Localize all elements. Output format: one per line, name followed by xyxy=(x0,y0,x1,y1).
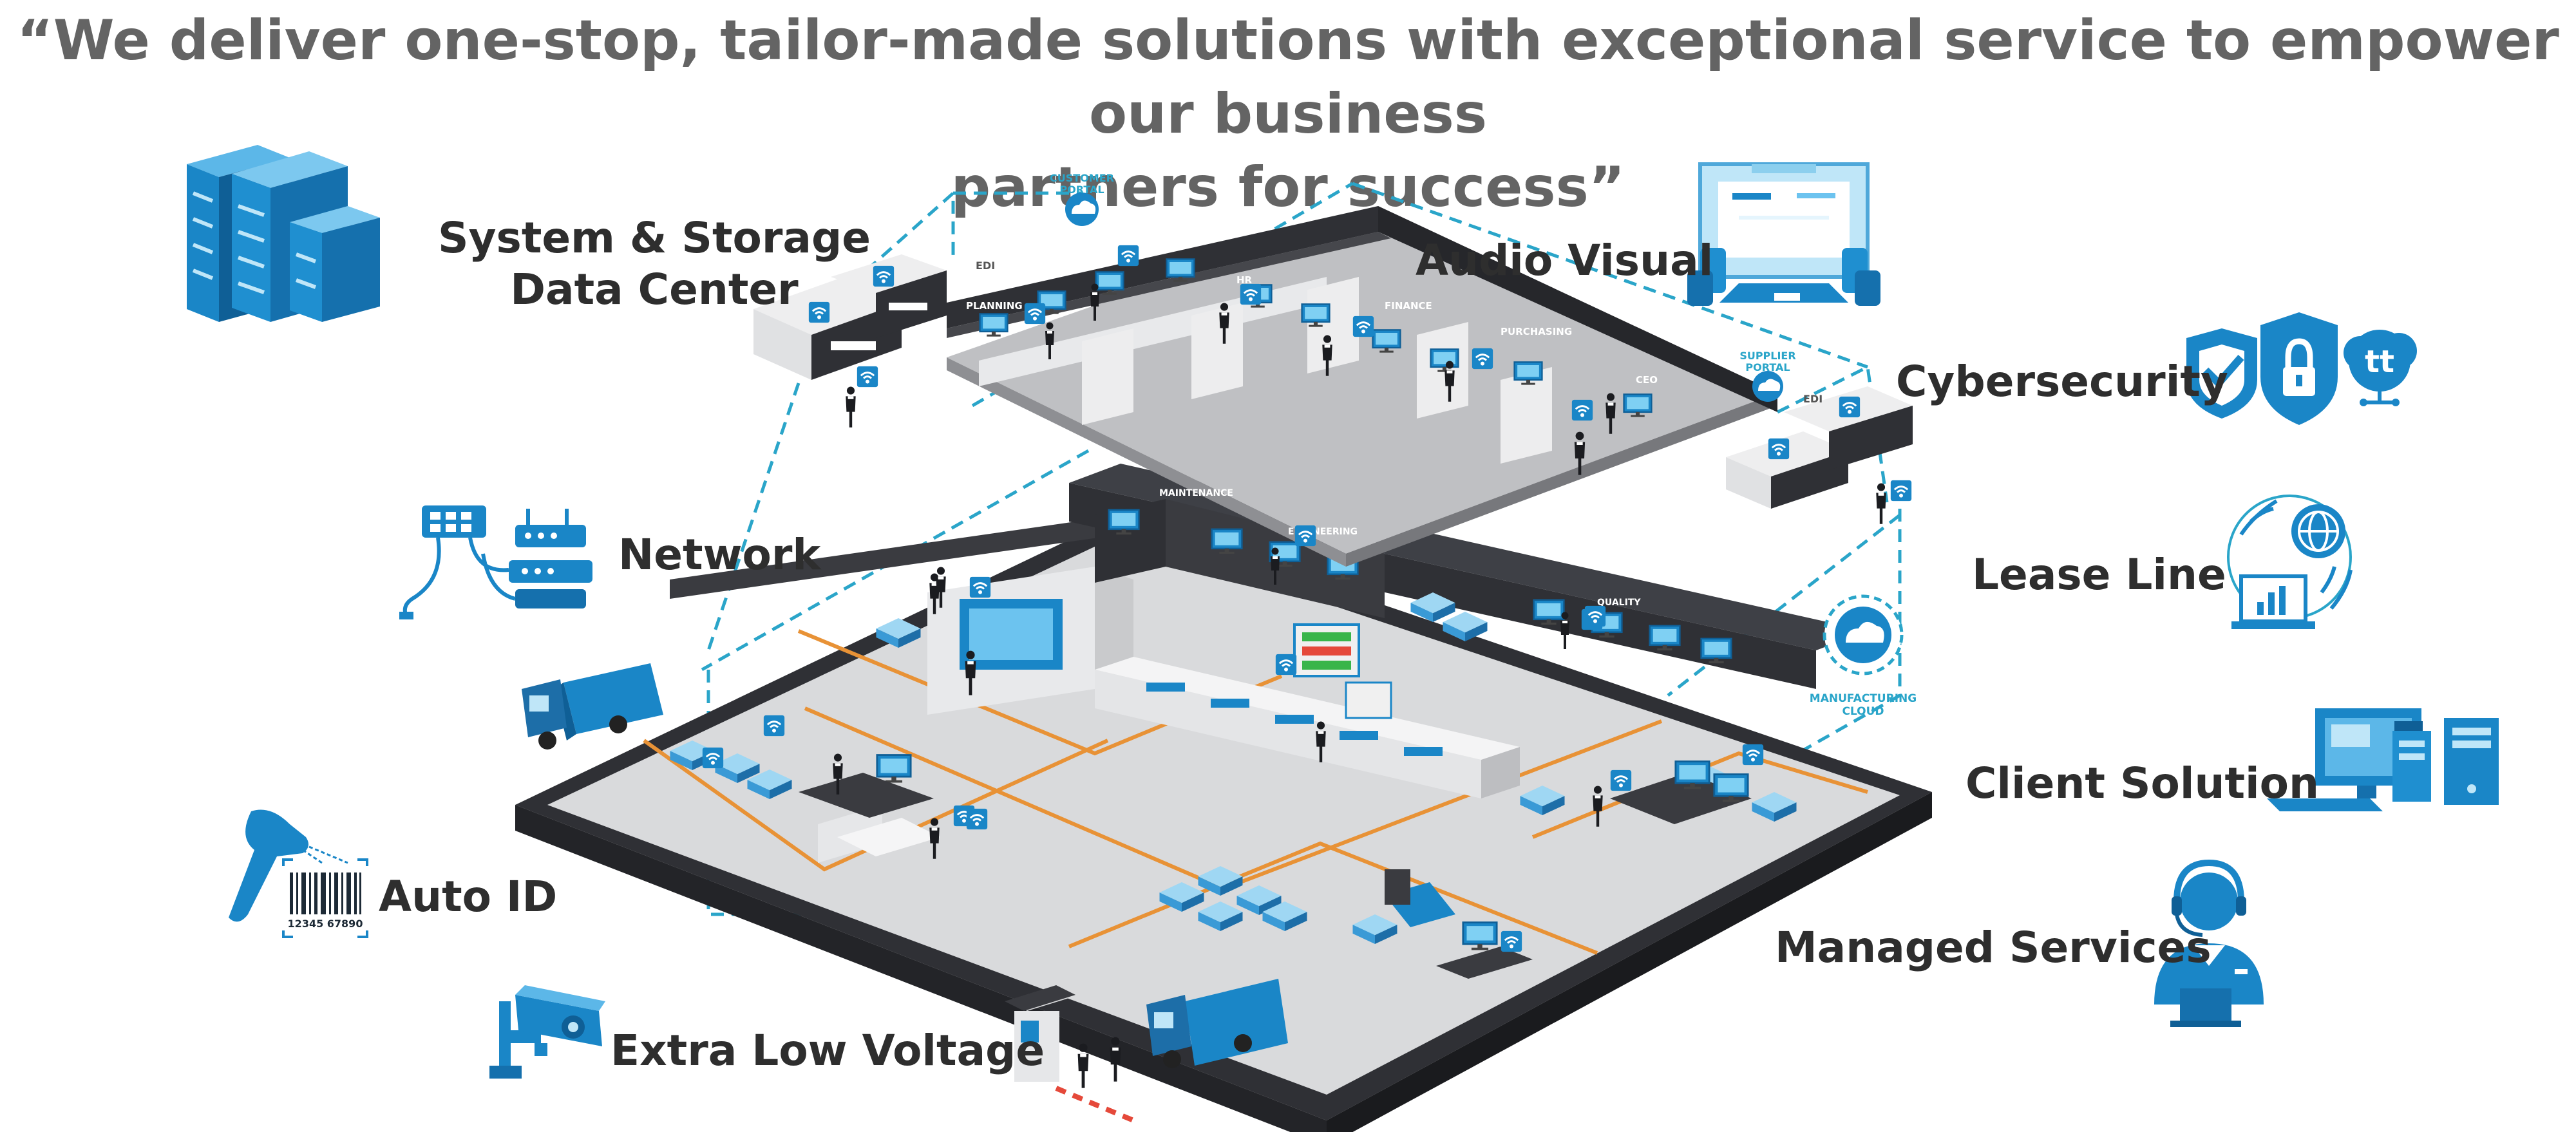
auto-id-label: Auto ID xyxy=(379,872,558,921)
network-label: Network xyxy=(618,530,821,580)
manufacturing-cloud-line-2: CLOUD xyxy=(1842,705,1884,718)
guard-booth xyxy=(1005,985,1135,1123)
edi-label-supplier: EDI xyxy=(1803,393,1823,405)
tt-cloud-label: tt xyxy=(2365,344,2394,380)
globe-signal-icon xyxy=(2227,495,2353,629)
dept-hr-label: HR xyxy=(1236,274,1253,286)
cctv-camera-icon xyxy=(489,985,605,1079)
system-storage-line-2: Data Center xyxy=(510,265,799,314)
barcode-scanner-icon: 12345 67890 xyxy=(229,809,368,938)
barcode-number: 12345 67890 xyxy=(288,918,363,930)
dept-planning-label: PLANNING xyxy=(966,300,1023,312)
cloud-badges: CUSTOMER PORTAL SUPPLIER PORTAL MANUFACT… xyxy=(976,172,1917,718)
truck-bottom xyxy=(1146,979,1288,1068)
server-rack-icon xyxy=(187,145,380,322)
edi-label-customer: EDI xyxy=(976,259,995,272)
router-switch-icon xyxy=(399,505,592,619)
dept-finance-label: FINANCE xyxy=(1385,300,1432,312)
system-storage-label: System & Storage Data Center xyxy=(438,212,871,316)
truck-left xyxy=(522,663,663,750)
supplier-portal-line-2: PORTAL xyxy=(1745,361,1790,373)
desktop-pc-icon xyxy=(2267,708,2499,811)
lease-line-label: Lease Line xyxy=(1972,550,2226,599)
headline-quote: “We deliver one-stop, tailor-made soluti… xyxy=(0,4,2576,224)
headline-line-2: partners for success” xyxy=(951,155,1625,220)
client-solution-label: Client Solution xyxy=(1965,759,2319,808)
conference-room-icon xyxy=(1687,162,1880,306)
headline-line-1: “We deliver one-stop, tailor-made soluti… xyxy=(17,8,2559,146)
manufacturing-cloud-line-1: MANUFACTURING xyxy=(1810,692,1917,705)
extra-low-voltage-label: Extra Low Voltage xyxy=(611,1026,1045,1075)
cybersecurity-label: Cybersecurity xyxy=(1896,357,2228,406)
support-agent-icon xyxy=(2154,859,2264,1027)
customer-portal-line-2: PORTAL xyxy=(1059,184,1104,196)
supplier-portal-line-1: SUPPLIER xyxy=(1739,350,1795,362)
dept-ceo-label: CEO xyxy=(1636,374,1658,386)
dept-maintenance-label: MAINTENANCE xyxy=(1159,488,1233,498)
dept-quality-label: QUALITY xyxy=(1597,598,1641,608)
audio-visual-label: Audio Visual xyxy=(1416,236,1714,285)
office-floor: SALES HR FINANCE PURCHASING CEO PLANNING… xyxy=(947,206,1777,608)
system-storage-line-1: System & Storage xyxy=(438,213,871,263)
dept-purchasing-label: PURCHASING xyxy=(1501,326,1572,337)
shield-lock-icon: tt xyxy=(2186,312,2417,425)
customer-portal-line-1: CUSTOMER xyxy=(1050,172,1114,184)
managed-services-label: Managed Services xyxy=(1775,923,2211,972)
